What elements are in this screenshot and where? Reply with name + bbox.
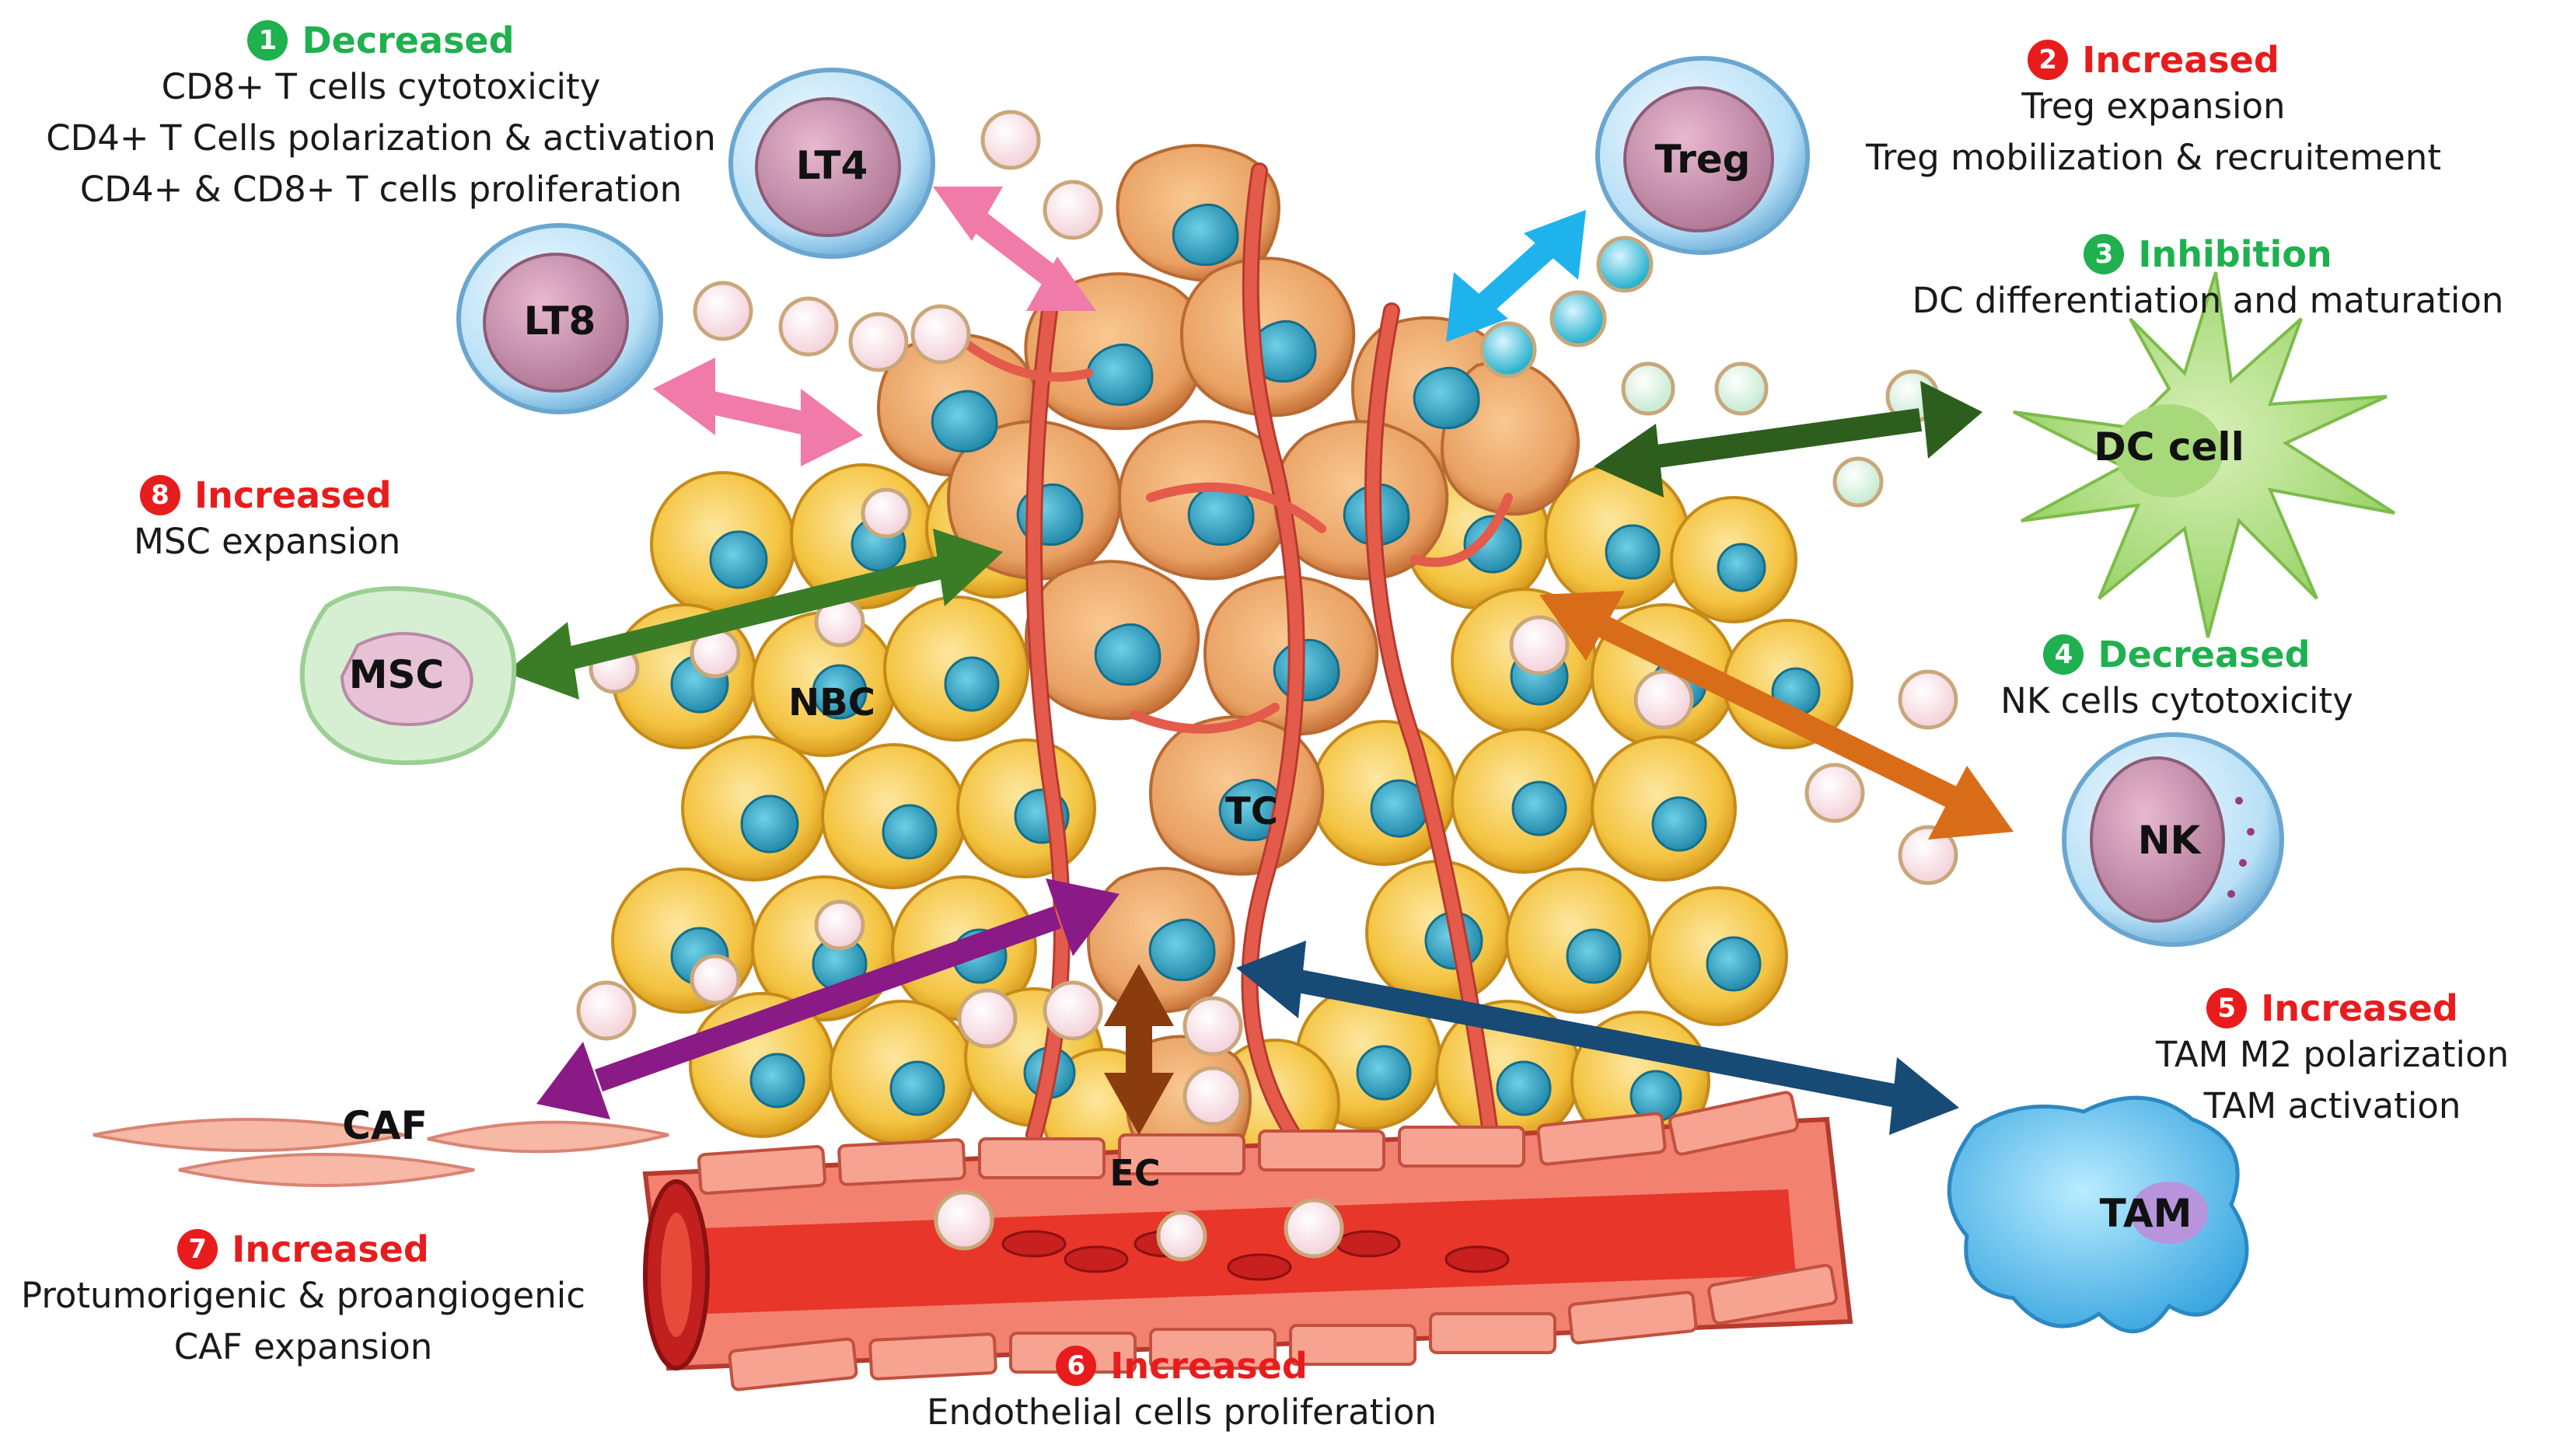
effect-8-number: 8 — [140, 475, 180, 515]
effect-4-status: Decreased — [2098, 634, 2311, 676]
caf-cells: CAF — [93, 1103, 669, 1187]
effect-2: 2 Increased Treg expansion Treg mobilizat… — [1811, 39, 2496, 183]
effect-5-status: Increased — [2261, 987, 2458, 1029]
nk-label: NK — [2138, 818, 2202, 863]
effect-4-line: NK cells cytotoxicity — [2000, 680, 2353, 721]
effect-1-line: CD4+ & CD8+ T cells proliferation — [79, 169, 683, 210]
effect-6-line: Endothelial cells proliferation — [927, 1391, 1437, 1433]
arrows — [505, 187, 2014, 1135]
lt8-label: LT8 — [524, 299, 596, 344]
vesicles-blue — [1479, 236, 1654, 379]
effect-7-line: CAF expansion — [173, 1326, 433, 1367]
treg-label: Treg — [1655, 137, 1751, 182]
effect-5-line: TAM M2 polarization — [2155, 1034, 2510, 1075]
nbc-label: NBC — [788, 681, 875, 725]
effect-1-line: CD8+ T cells cytotoxicity — [161, 66, 601, 107]
dc-cell: DC cell — [2013, 271, 2396, 638]
effect-7: 7 Increased Protumorigenic & proangiogeni… — [8, 1228, 599, 1373]
effect-5-number: 5 — [2206, 988, 2248, 1028]
lt4-label: LT4 — [796, 143, 868, 188]
effect-3: 3 Inhibition DC differentiation and matur… — [1881, 233, 2534, 326]
caf-label: CAF — [342, 1103, 428, 1148]
effect-8-status: Increased — [194, 474, 392, 516]
effect-1-number: 1 — [247, 20, 288, 61]
effect-2-line: Treg mobilization & recruitement — [1866, 137, 2441, 178]
effect-7-status: Increased — [232, 1228, 429, 1270]
effect-2-number: 2 — [2028, 40, 2069, 80]
nk-cell: NK — [2062, 732, 2284, 947]
dc-label: DC cell — [2094, 424, 2244, 470]
effect-5: 5 Increased TAM M2 polarization TAM activ… — [2130, 987, 2534, 1132]
effect-3-line: DC differentiation and maturation — [1912, 280, 2504, 321]
effect-2-line: Treg expansion — [2021, 86, 2286, 127]
lt8-cell: LT8 — [456, 223, 663, 414]
effect-5-line: TAM activation — [2203, 1085, 2461, 1126]
effect-4: 4 Decreased NK cells cytotoxicity — [1944, 634, 2410, 727]
tam-cell: TAM — [1947, 1095, 2249, 1334]
effect-7-line: Protumorigenic & proangiogenic — [21, 1275, 585, 1316]
vesicles-pink — [576, 110, 1958, 1262]
tc-label: TC — [1225, 790, 1278, 833]
msc-label: MSC — [349, 652, 444, 697]
effect-3-number: 3 — [2084, 234, 2125, 274]
effect-7-number: 7 — [177, 1229, 218, 1269]
effect-8: 8 Increased MSC expansion — [117, 474, 443, 567]
effect-1-line: CD4+ T Cells polarization & activation — [46, 117, 716, 159]
lt4-cell: LT4 — [728, 68, 935, 259]
effect-6: 6 Increased Endothelial cells proliferati… — [871, 1345, 1493, 1438]
effect-6-number: 6 — [1056, 1346, 1097, 1386]
treg-cell: Treg — [1595, 56, 1810, 255]
effect-3-status: Inhibition — [2138, 233, 2332, 275]
effect-6-status: Increased — [1110, 1345, 1308, 1387]
effect-1: 1 Decreased CD8+ T cells cytotoxicity CD4… — [31, 19, 731, 215]
effect-4-number: 4 — [2043, 634, 2084, 675]
blood-vessel — [642, 1091, 1853, 1391]
effect-2-status: Increased — [2082, 39, 2279, 81]
effect-8-line: MSC expansion — [134, 521, 401, 562]
msc-cell: MSC — [299, 586, 517, 766]
effect-1-status: Decreased — [302, 19, 515, 61]
tam-label: TAM — [2100, 1191, 2192, 1236]
ec-label: EC — [1109, 1152, 1160, 1194]
